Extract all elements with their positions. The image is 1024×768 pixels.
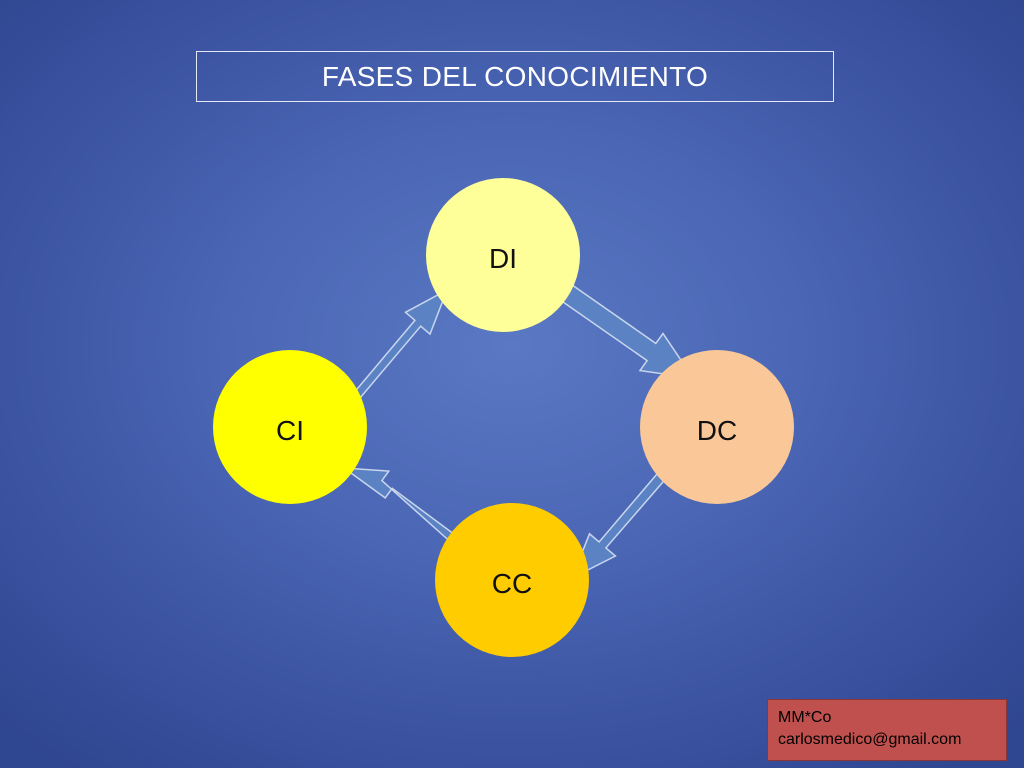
node-cc-circle — [435, 503, 589, 657]
node-di-circle — [426, 178, 580, 332]
node-cc-label: CC — [492, 568, 532, 599]
title-box: FASES DEL CONOCIMIENTO — [196, 51, 834, 102]
node-di-label: DI — [489, 243, 517, 274]
node-dc-circle — [640, 350, 794, 504]
author-email: carlosmedico@gmail.com — [778, 731, 962, 748]
author-badge: MM*Co carlosmedico@gmail.com — [767, 699, 1007, 761]
node-dc-label: DC — [697, 415, 737, 446]
node-di: DI — [426, 178, 580, 332]
node-ci-circle — [213, 350, 367, 504]
node-ci-label: CI — [276, 415, 304, 446]
node-ci: CI — [213, 350, 367, 504]
author-name: MM*Co — [778, 709, 832, 726]
node-dc: DC — [640, 350, 794, 504]
page-title: FASES DEL CONOCIMIENTO — [321, 60, 709, 92]
arrow-di-to-dc — [555, 278, 695, 379]
node-cc: CC — [435, 503, 589, 657]
